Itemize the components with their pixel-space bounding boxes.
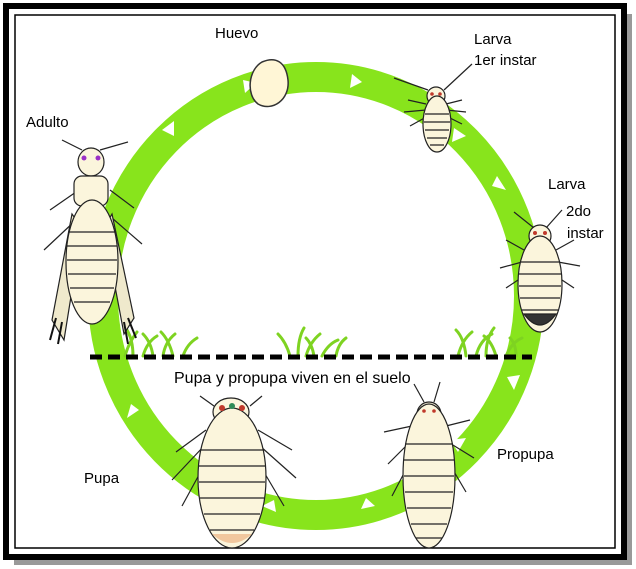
label-larva-2-line1: Larva bbox=[548, 176, 586, 193]
soil-note: Pupa y propupa viven en el suelo bbox=[174, 370, 411, 387]
label-propupa: Propupa bbox=[497, 446, 554, 463]
label-larva-2-line3: instar bbox=[567, 225, 604, 242]
label-huevo: Huevo bbox=[215, 25, 258, 42]
label-pupa: Pupa bbox=[84, 470, 120, 487]
label-larva-1-line1: Larva bbox=[474, 31, 512, 48]
label-larva-1-line2: 1er instar bbox=[474, 52, 537, 69]
label-adulto: Adulto bbox=[26, 114, 69, 131]
label-larva-2-line2: 2do bbox=[566, 203, 591, 220]
egg-icon bbox=[250, 60, 288, 107]
